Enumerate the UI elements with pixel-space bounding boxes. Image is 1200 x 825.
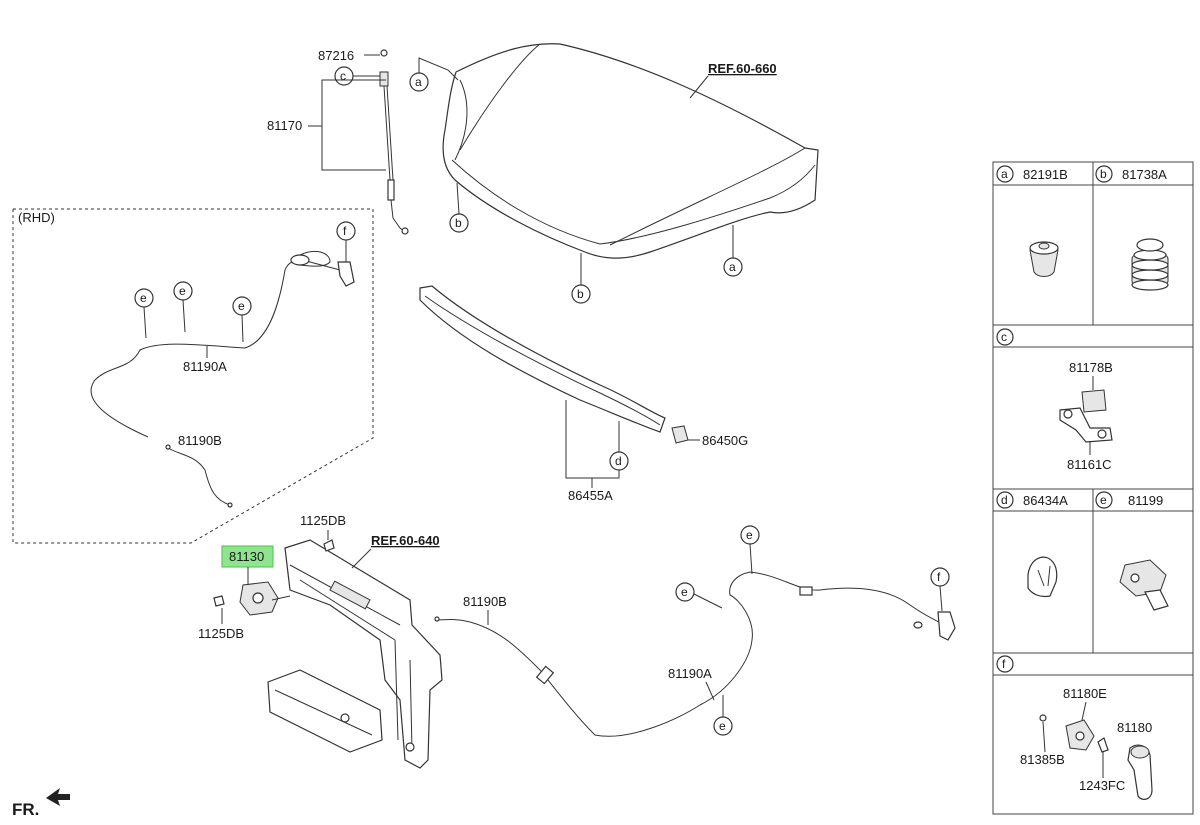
overslam-bumper-81738A-icon [1131, 238, 1169, 291]
front-arrow-icon [46, 788, 70, 806]
legend-f-part-right[interactable]: 81180 [1117, 720, 1152, 735]
svg-text:e: e [238, 299, 245, 313]
legend-c-part-top[interactable]: 81178B [1069, 360, 1113, 375]
legend-cell-c: c 81178B 81161C [996, 328, 1113, 472]
callout-e-main-1: e [740, 525, 760, 575]
callout-e-rhd-2: e [173, 281, 193, 333]
hood-bumper-82191B-icon [1029, 241, 1059, 277]
svg-text:c: c [340, 69, 346, 83]
svg-text:a: a [1001, 167, 1008, 181]
label-81170[interactable]: 81170 [267, 118, 302, 133]
bolt-1125DB-top [323, 539, 335, 552]
hood-weatherstrip [419, 285, 666, 433]
front-direction-label: FR. [12, 800, 39, 819]
rhd-variant-box [12, 208, 374, 544]
label-81130[interactable]: 81130 [229, 549, 264, 564]
ref-panel-label[interactable]: REF.60-640 [371, 533, 440, 548]
label-1125DB-top[interactable]: 1125DB [300, 513, 346, 528]
svg-text:d: d [615, 454, 622, 468]
callout-c-stay: c [334, 66, 380, 86]
svg-text:f: f [1002, 657, 1006, 671]
hood-stay-rod [379, 49, 409, 235]
bumper-86450G [671, 425, 689, 444]
svg-text:b: b [577, 287, 584, 301]
label-86450G[interactable]: 86450G [702, 433, 748, 448]
label-87216[interactable]: 87216 [318, 48, 354, 63]
svg-text:e: e [681, 585, 688, 599]
svg-text:b: b [455, 216, 462, 230]
svg-text:e: e [719, 719, 726, 733]
legend-a-part[interactable]: 82191B [1023, 167, 1068, 182]
hood-latch-81130 [239, 581, 291, 616]
svg-text:e: e [746, 528, 753, 542]
callout-e-rhd-3: e [232, 296, 252, 343]
ref-hood-label[interactable]: REF.60-660 [708, 61, 777, 76]
svg-text:b: b [1100, 167, 1107, 181]
legend-cell-d: d 86434A [996, 491, 1068, 598]
label-81190B[interactable]: 81190B [463, 594, 507, 609]
callout-a-hood-top: a [409, 57, 459, 92]
callout-e-rhd-1: e [134, 288, 154, 339]
legend-cell-a: a 82191B [996, 165, 1068, 277]
legend-cell-e: e 81199 [1095, 491, 1169, 611]
stay-rod-grommet-icon [1059, 389, 1113, 443]
callout-a-hood-bottom: a [723, 225, 743, 277]
callout-e-main-2: e [675, 582, 723, 609]
svg-text:f: f [343, 224, 347, 238]
radiator-support-panel [267, 539, 443, 769]
rhd-cable [90, 251, 355, 508]
svg-text:f: f [937, 570, 941, 584]
svg-text:e: e [1100, 493, 1107, 507]
hood-release-cable [434, 571, 956, 737]
legend-cell-f: f 81180E 81180 81385B 1243FC [996, 655, 1153, 800]
label-86455A[interactable]: 86455A [568, 488, 613, 503]
svg-text:a: a [415, 75, 422, 89]
legend-c-part-bottom[interactable]: 81161C [1067, 457, 1112, 472]
svg-text:a: a [729, 260, 736, 274]
legend-b-part[interactable]: 81738A [1122, 167, 1167, 182]
hood-panel [442, 43, 819, 259]
legend-f-part-top[interactable]: 81180E [1063, 686, 1107, 701]
legend-d-part[interactable]: 86434A [1023, 493, 1068, 508]
label-81190B-rhd[interactable]: 81190B [178, 433, 222, 448]
callout-f-main: f [930, 567, 950, 612]
legend-e-part[interactable]: 81199 [1128, 493, 1163, 508]
callout-f-rhd: f [336, 221, 356, 262]
legend-f-part-left[interactable]: 81385B [1020, 752, 1065, 767]
cable-clip-81199-icon [1119, 559, 1169, 611]
svg-text:e: e [140, 291, 147, 305]
svg-text:e: e [179, 284, 186, 298]
callout-b-hood-left: b [449, 182, 469, 233]
label-81190A-rhd[interactable]: 81190A [183, 359, 227, 374]
bolt-1125DB-bottom [213, 595, 225, 607]
svg-text:d: d [1001, 493, 1008, 507]
rhd-label: (RHD) [18, 210, 55, 225]
label-81190A[interactable]: 81190A [668, 666, 712, 681]
callout-b-hood-bottom: b [571, 253, 591, 304]
release-handle-81180-icon [1039, 714, 1153, 800]
label-1125DB-bottom[interactable]: 1125DB [198, 626, 244, 641]
legend-cell-b: b 81738A [1095, 165, 1169, 291]
clip-86434A-icon [1027, 556, 1058, 598]
callout-e-main-3: e [713, 695, 733, 736]
legend-f-part-bottom[interactable]: 1243FC [1079, 778, 1125, 793]
svg-text:c: c [1001, 330, 1007, 344]
